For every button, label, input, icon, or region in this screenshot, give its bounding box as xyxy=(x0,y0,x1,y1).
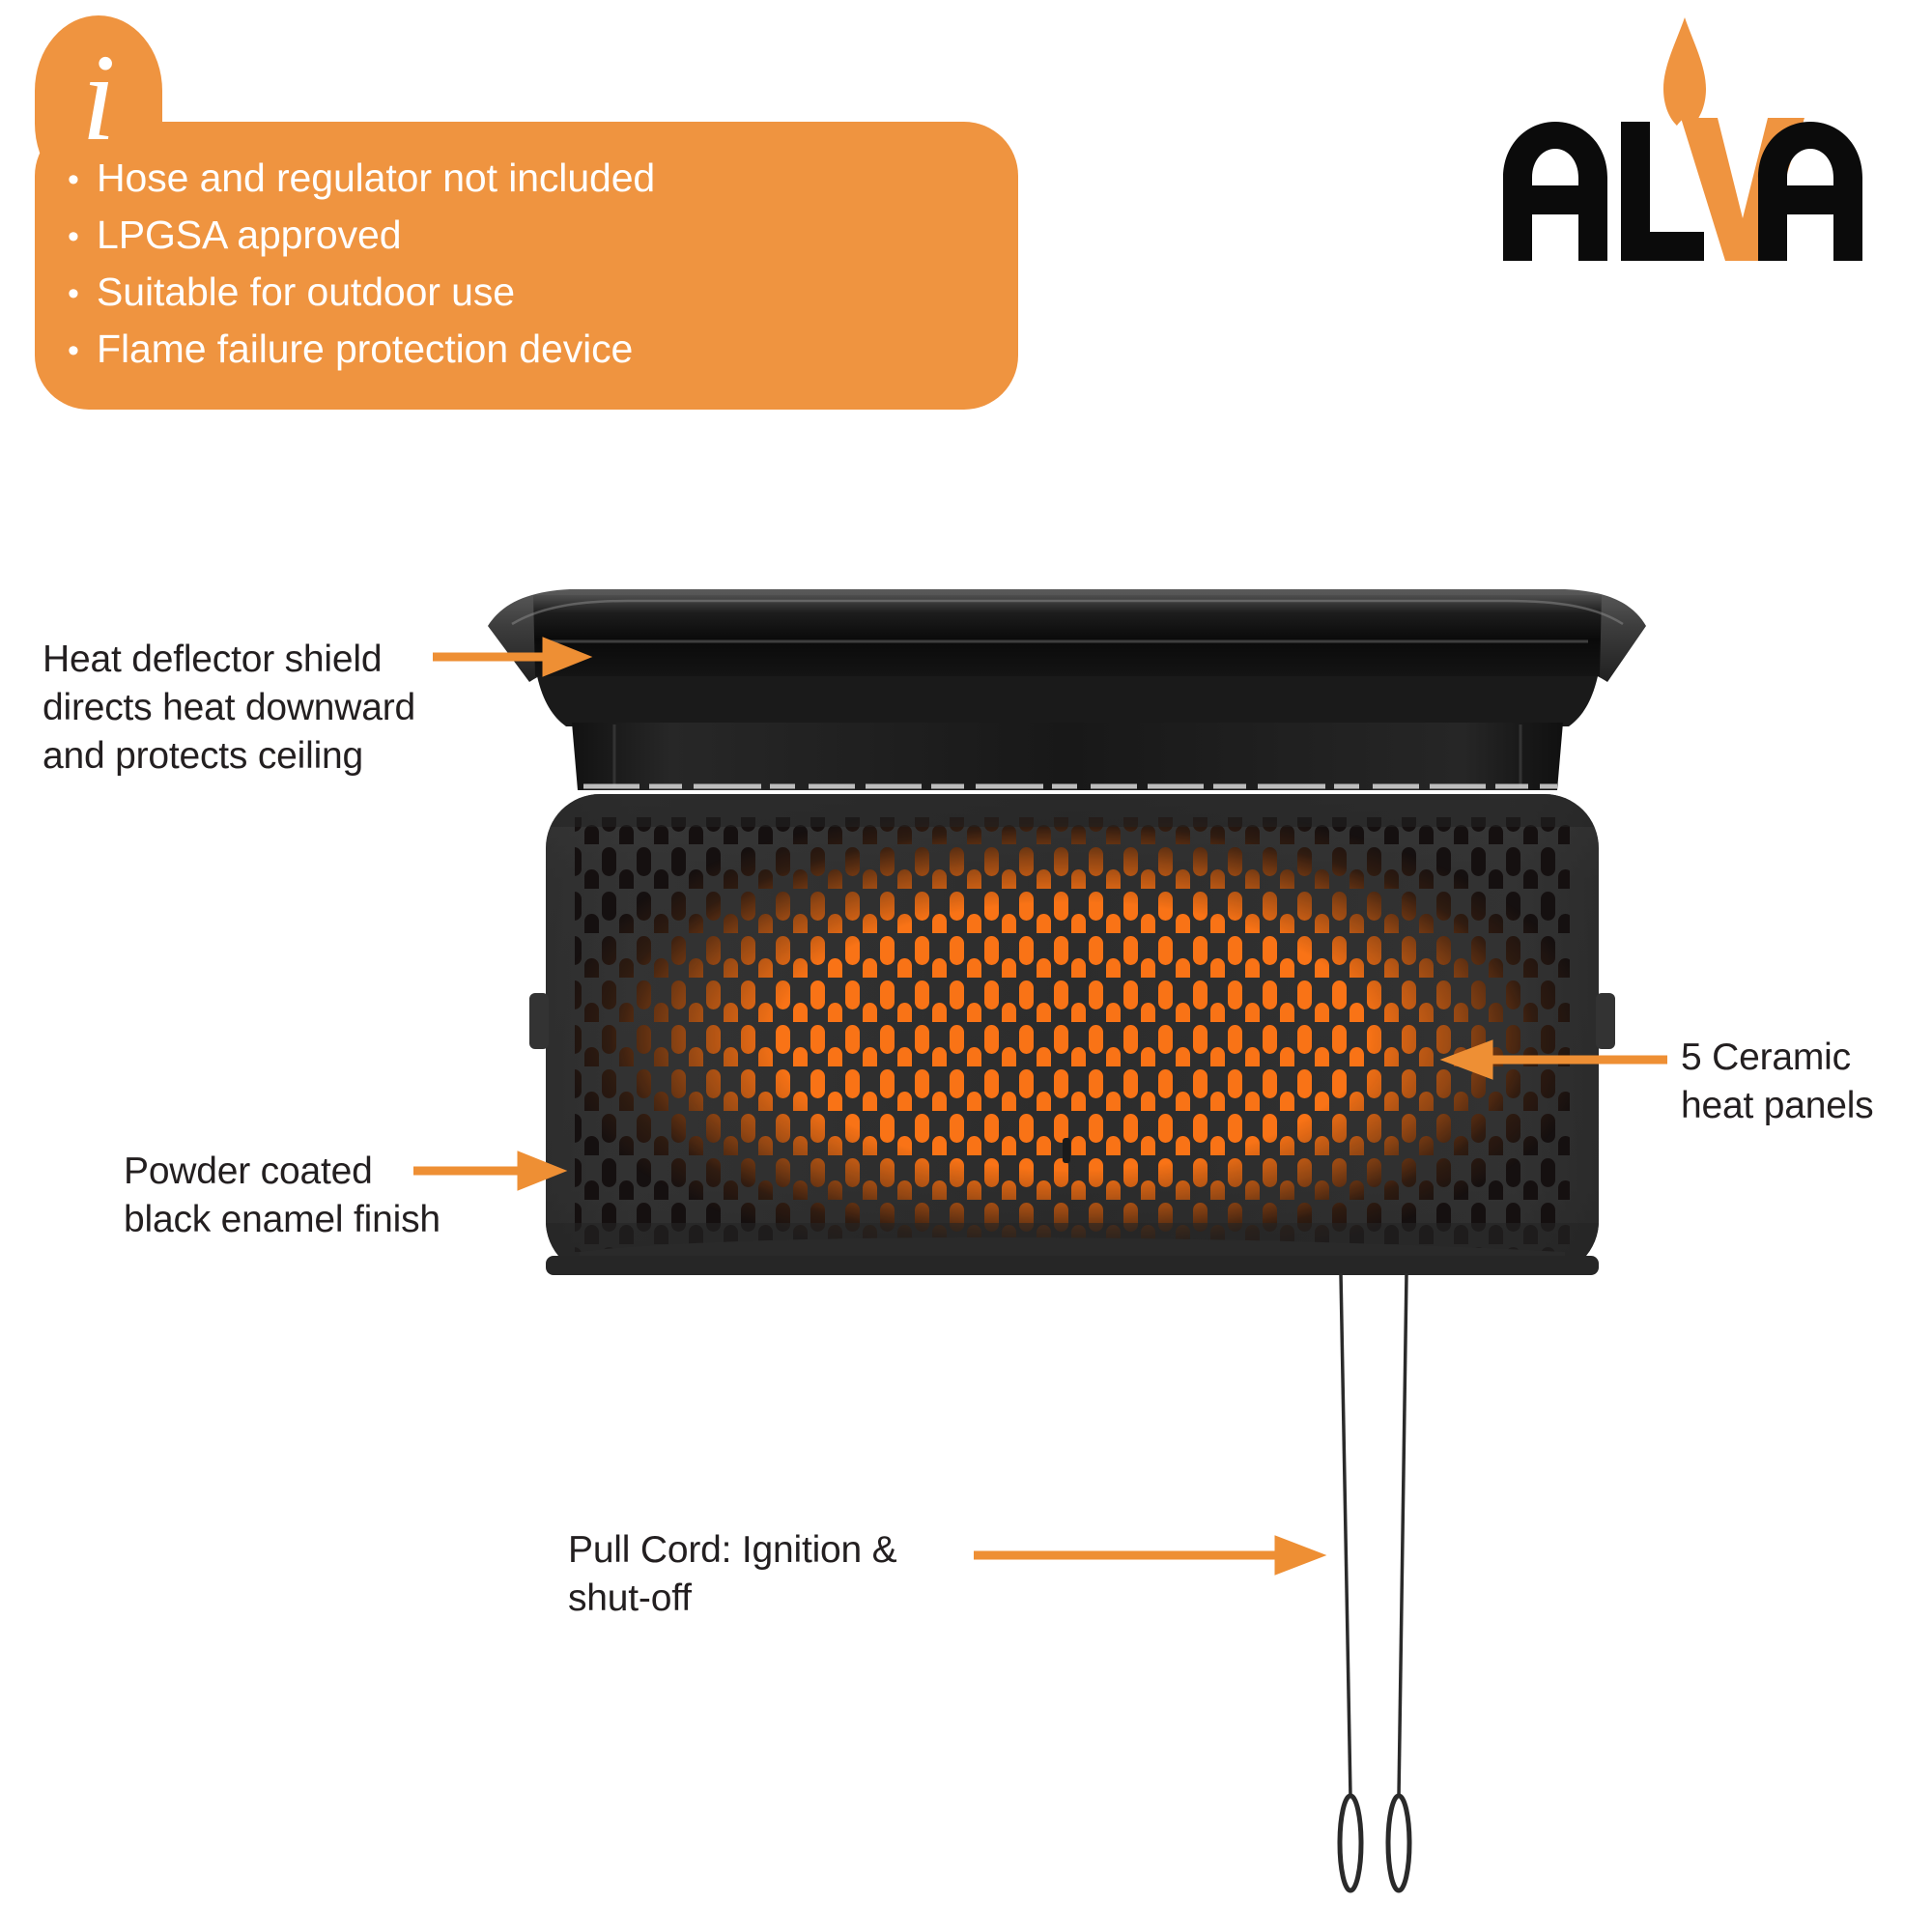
pull-cord-left xyxy=(1339,1272,1352,1798)
body-bottom-lip xyxy=(580,1237,1565,1273)
pull-cords xyxy=(1337,1272,1412,1893)
grille-shadow-bottom xyxy=(546,1223,1599,1275)
perforated-grille xyxy=(546,794,1599,1275)
info-item-text: Flame failure protection device xyxy=(97,327,634,371)
bullet-icon: • xyxy=(68,275,79,312)
brand-logo xyxy=(1499,17,1866,261)
list-item: • Suitable for outdoor use xyxy=(68,265,995,322)
info-callout: i • Hose and regulator not included • LPGS… xyxy=(17,8,1022,410)
body-base-rail xyxy=(546,1256,1599,1275)
deflector-skirt xyxy=(537,676,1598,726)
info-bubble xyxy=(35,122,1018,410)
body-shading xyxy=(546,794,1599,1275)
callout-label-pull-cord: Pull Cord: Ignition & shut-off xyxy=(568,1529,897,1619)
deflector-edge-highlight xyxy=(511,599,1624,626)
grille-holes-dark xyxy=(575,817,1570,1252)
arrow-ceramic-panels xyxy=(1439,1039,1667,1080)
arrow-pull-cord xyxy=(974,1535,1327,1576)
mount-tab-right xyxy=(1596,993,1615,1049)
info-item-text: LPGSA approved xyxy=(97,213,402,257)
list-item: • Flame failure protection device xyxy=(68,322,995,379)
callout-label-heat-deflector: Heat deflector shield directs heat downw… xyxy=(43,639,416,777)
bullet-icon: • xyxy=(68,332,79,369)
pull-cord-ring-left xyxy=(1337,1793,1364,1893)
pull-cord-ring-right xyxy=(1385,1793,1412,1893)
info-item-text: Suitable for outdoor use xyxy=(97,270,515,314)
info-icon: i xyxy=(81,29,116,166)
info-feature-list: • Hose and regulator not included • LPGSA … xyxy=(68,151,995,379)
list-item: • Hose and regulator not included xyxy=(68,151,995,208)
heat-deflector-shield xyxy=(488,589,1646,790)
bullet-icon: • xyxy=(68,161,79,198)
centre-fastener xyxy=(1063,1138,1070,1163)
heater-neck xyxy=(572,723,1563,790)
deflector-plate-face xyxy=(533,595,1602,676)
pull-cord-right xyxy=(1397,1272,1408,1798)
deflector-wing-plate xyxy=(488,589,1646,682)
bullet-icon: • xyxy=(68,218,79,255)
heater-body xyxy=(529,794,1615,1275)
body-shell xyxy=(546,794,1599,1275)
grille-shadow-top xyxy=(546,794,1599,827)
ceramic-heat-panels xyxy=(575,817,1570,1252)
brand-wordmark xyxy=(1503,118,1862,261)
callout-label-ceramic-panels: 5 Ceramic heat panels xyxy=(1681,1037,1874,1126)
callout-label-powder-coated: Powder coated black enamel finish xyxy=(124,1151,440,1240)
list-item: • LPGSA approved xyxy=(68,208,995,265)
info-item-text: Hose and regulator not included xyxy=(97,156,656,200)
mount-tab-left xyxy=(529,993,549,1049)
